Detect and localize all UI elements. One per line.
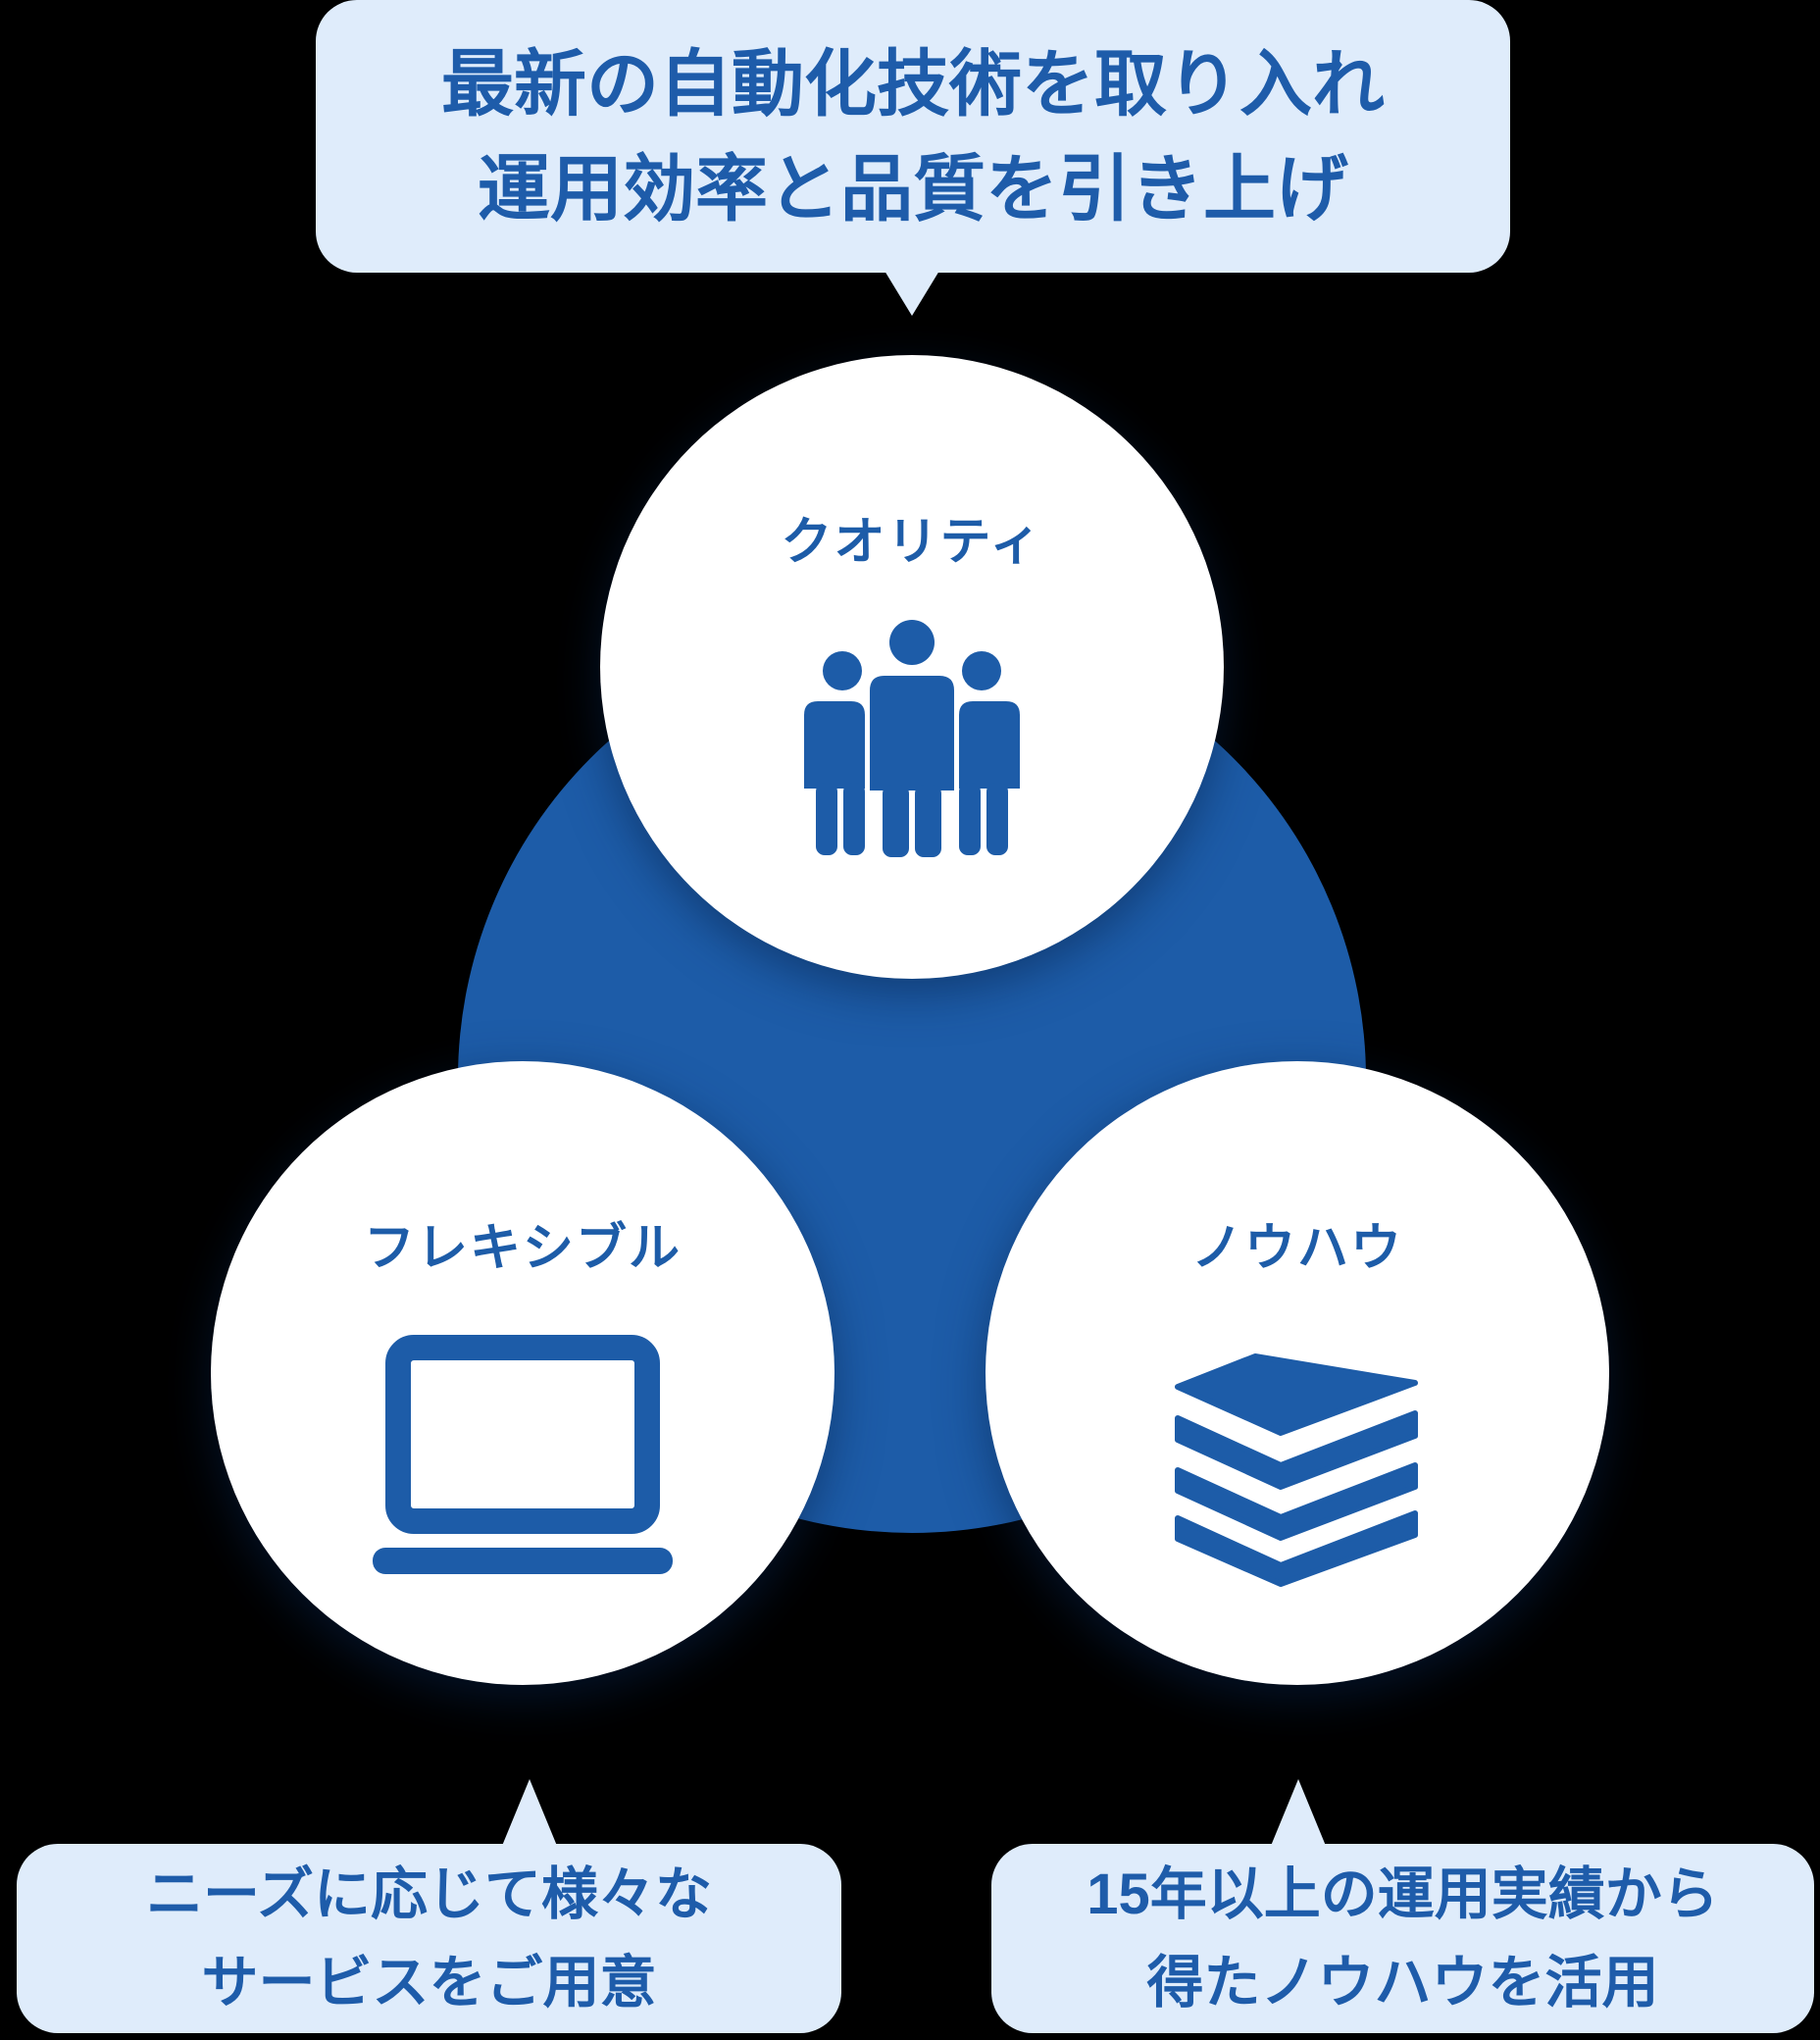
callout-flexible-line1: ニーズに応じて様々な bbox=[145, 1862, 713, 1926]
books-icon bbox=[1175, 1353, 1420, 1592]
people-icon bbox=[804, 615, 1020, 864]
callout-quality-line1: 最新の自動化技術を取り入れ bbox=[441, 42, 1385, 125]
callout-flexible-tail bbox=[502, 1779, 557, 1846]
callout-knowhow: 15年以上の運用実績から 得たノウハウを活用 bbox=[991, 1844, 1814, 2033]
callout-knowhow-line1: 15年以上の運用実績から bbox=[1087, 1862, 1719, 1926]
laptop-icon bbox=[373, 1335, 673, 1579]
feature-circle-flexible: フレキシブル bbox=[211, 1061, 834, 1685]
feature-circle-quality: クオリティ bbox=[600, 355, 1224, 979]
knowhow-label: ノウハウ bbox=[1190, 1220, 1403, 1277]
flexible-label: フレキシブル bbox=[363, 1220, 682, 1277]
feature-circle-knowhow: ノウハウ bbox=[986, 1061, 1609, 1685]
callout-quality: 最新の自動化技術を取り入れ 運用効率と品質を引き上げ bbox=[316, 0, 1510, 273]
quality-label: クオリティ bbox=[781, 514, 1043, 571]
callout-quality-line2: 運用効率と品質を引き上げ bbox=[478, 148, 1348, 230]
callout-quality-tail bbox=[885, 271, 939, 316]
callout-flexible: ニーズに応じて様々な サービスをご用意 bbox=[17, 1844, 841, 2033]
callout-flexible-line2: サービスをご用意 bbox=[201, 1950, 657, 2014]
callout-knowhow-line2: 得たノウハウを活用 bbox=[1146, 1950, 1659, 2014]
callout-knowhow-tail bbox=[1271, 1779, 1326, 1846]
